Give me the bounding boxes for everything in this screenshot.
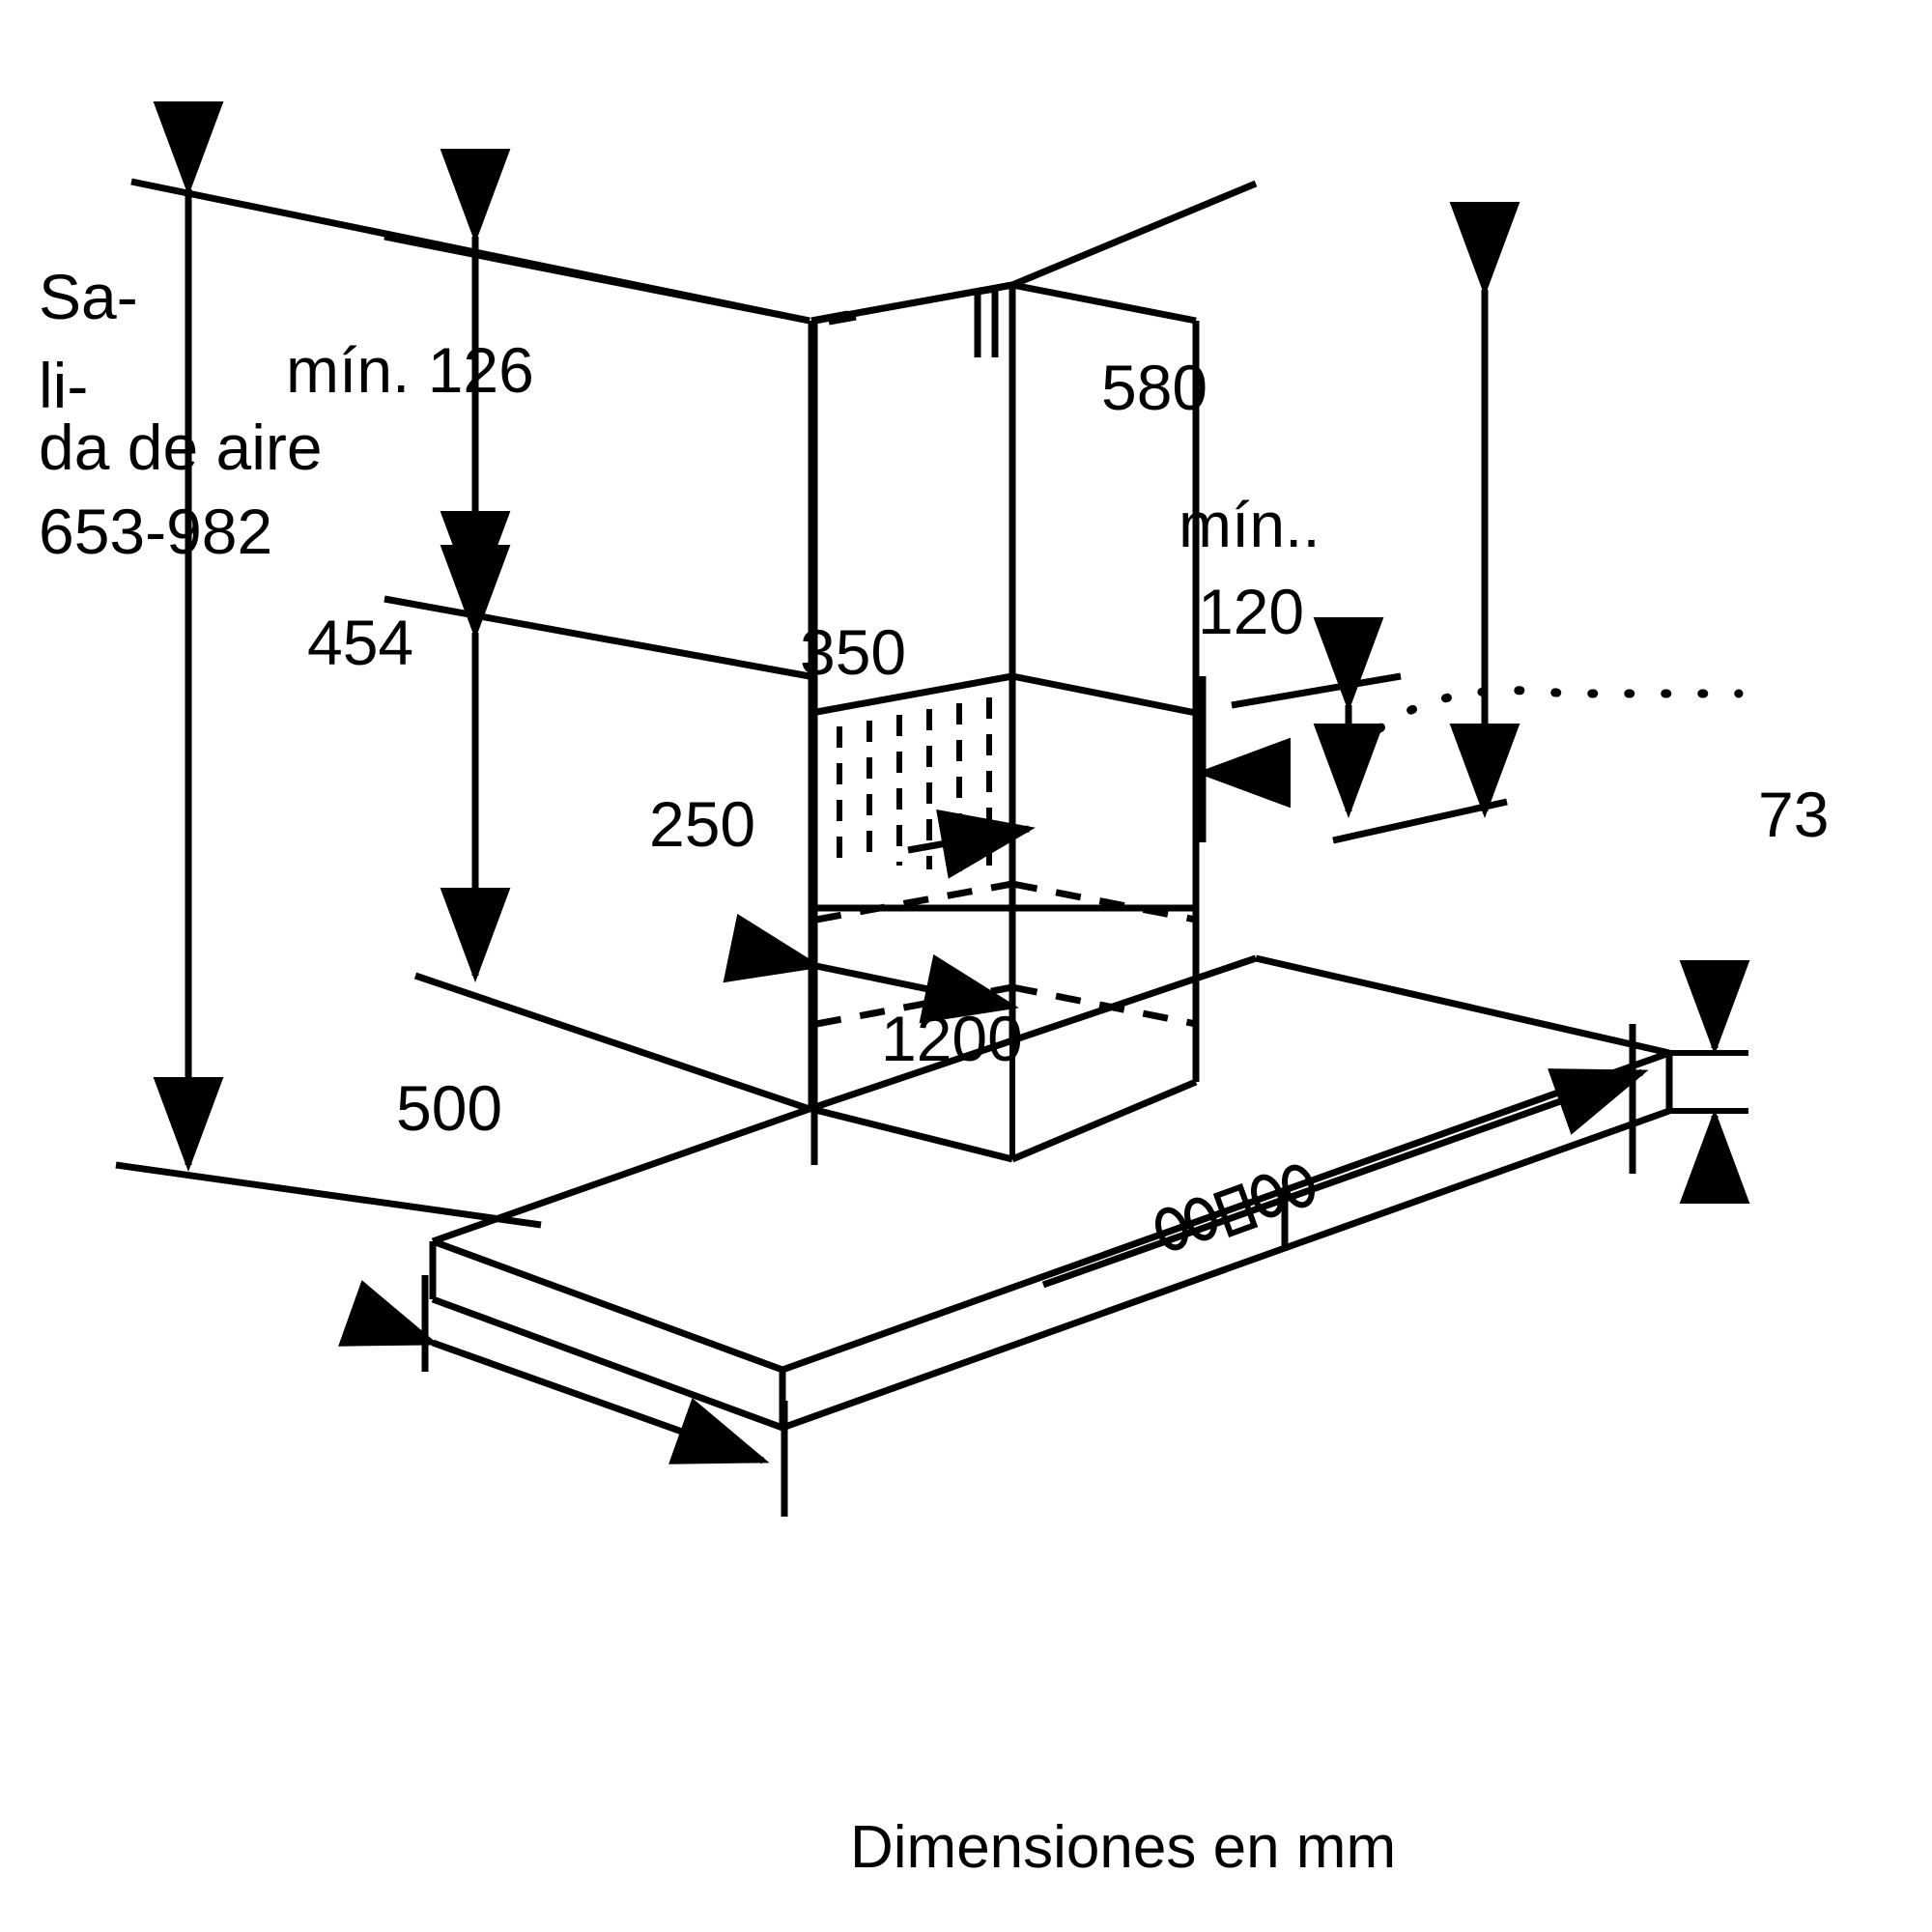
- duct-collar-top: [977, 285, 996, 296]
- chimney-lower-height-label: 454: [307, 607, 414, 678]
- control-knob-4: [1281, 1164, 1316, 1208]
- canopy-width-label: 1200: [881, 1003, 1023, 1074]
- air-outlet-label-line3: da de aire: [39, 412, 323, 483]
- min-duct-height-label: mín. 126: [286, 334, 534, 406]
- min-wall-distance-value: 120: [1198, 576, 1305, 647]
- footer-units-note: Dimensiones en mm: [850, 1814, 1397, 1881]
- canopy-bottom-front: [781, 1244, 1287, 1432]
- air-outlet-label-line1: Sa-: [39, 261, 138, 332]
- dim-1200-line: [1041, 1068, 1649, 1289]
- min120-dotted-leader: [1348, 686, 1744, 758]
- leader-top-right: [1010, 180, 1258, 289]
- air-outlet-range-value: 653-982: [39, 496, 273, 567]
- min-wall-distance-label: mín..: [1179, 489, 1321, 560]
- leader-580-top: [1256, 184, 1507, 290]
- aux-leaders: [1231, 672, 1508, 844]
- canopy-top-mid-edge: [808, 954, 1258, 1113]
- chimney-step-top-front: [810, 672, 1013, 717]
- dimension-lines: [115, 101, 1750, 1517]
- control-knob-3: [1250, 1174, 1285, 1218]
- control-knob-1: [1154, 1207, 1189, 1251]
- hidden-edge-2: [1011, 880, 1197, 923]
- chimney-depth-label: 350: [800, 616, 907, 688]
- inner-depth-label: 250: [649, 788, 756, 860]
- chimney-step-top-right: [1011, 672, 1197, 717]
- lower-chimney-bottom-right: [1010, 1078, 1198, 1163]
- air-outlet-label-line2: li-: [39, 350, 89, 421]
- leader-slant-120: [1332, 798, 1508, 844]
- leader-min126-top: [384, 233, 810, 325]
- chimney-top-notch: [828, 313, 857, 326]
- control-display: [1212, 1182, 1259, 1238]
- canopy-top-front-left: [781, 1186, 1287, 1374]
- canopy-height-label: 73: [1758, 779, 1830, 850]
- dim-250-line: [723, 913, 1019, 1024]
- canopy-top-front-far-left: [431, 1237, 784, 1374]
- leader-min126-bottom: [384, 595, 810, 680]
- control-panel[interactable]: [1153, 1164, 1317, 1251]
- dim-500-line: [338, 1280, 770, 1464]
- leader-bottom-left-overall: [115, 1161, 542, 1229]
- chimney-top-right-edge: [1011, 281, 1197, 325]
- leader-slant-wall: [1231, 672, 1402, 709]
- canopy-top-front-right: [1283, 1049, 1671, 1194]
- control-knob-2: [1183, 1197, 1218, 1241]
- canopy-top-right-edge: [1255, 954, 1670, 1057]
- lower-chimney-bottom-front: [810, 1105, 1013, 1163]
- min120-dotted-leader-2: [1362, 699, 1739, 773]
- leader-454-bottom: [413, 972, 811, 1113]
- hidden-edge-1: [815, 880, 1013, 923]
- hidden-edge-4: [1011, 983, 1197, 1028]
- dim-350-arrow: [907, 809, 1036, 879]
- canopy-depth-label: 500: [396, 1072, 503, 1144]
- total-height-label: 580: [1101, 352, 1208, 423]
